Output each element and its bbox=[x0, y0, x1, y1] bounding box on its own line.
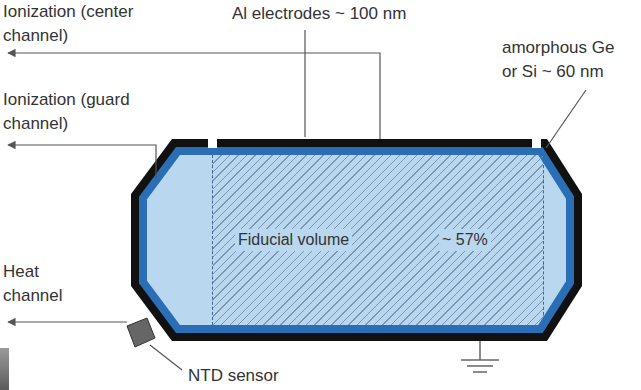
leader-line bbox=[150, 345, 182, 370]
part-label: NTD sensor bbox=[188, 364, 328, 388]
crystal bbox=[131, 139, 582, 341]
leader-line bbox=[8, 321, 127, 322]
ground-symbol bbox=[461, 341, 499, 372]
channel-label: Ionization (guard channel) bbox=[3, 88, 139, 136]
electrode-gap bbox=[532, 135, 541, 148]
ntd-sensor bbox=[127, 318, 155, 347]
layer-label: amorphous Ge or Si ~ 60 nm bbox=[502, 36, 622, 84]
germanium-crystal bbox=[147, 155, 566, 325]
region-name: Fiducial volume bbox=[235, 229, 352, 251]
region-fraction: ~ 57% bbox=[439, 229, 491, 251]
leader-line bbox=[8, 145, 156, 178]
leader-line bbox=[304, 30, 305, 137]
fiducial-volume: Fiducial volume ~ 57% bbox=[212, 155, 544, 325]
channel-label: Ionization (center channel) bbox=[3, 0, 139, 48]
layer-label: Al electrodes ~ 100 nm bbox=[232, 2, 492, 26]
amorphous-layer bbox=[139, 147, 574, 333]
al-electrode-layer bbox=[131, 139, 582, 341]
electrode-gap bbox=[208, 135, 217, 148]
photo-fragment bbox=[0, 348, 9, 390]
channel-label: Heat channel bbox=[3, 260, 67, 308]
leader-line bbox=[546, 90, 586, 148]
